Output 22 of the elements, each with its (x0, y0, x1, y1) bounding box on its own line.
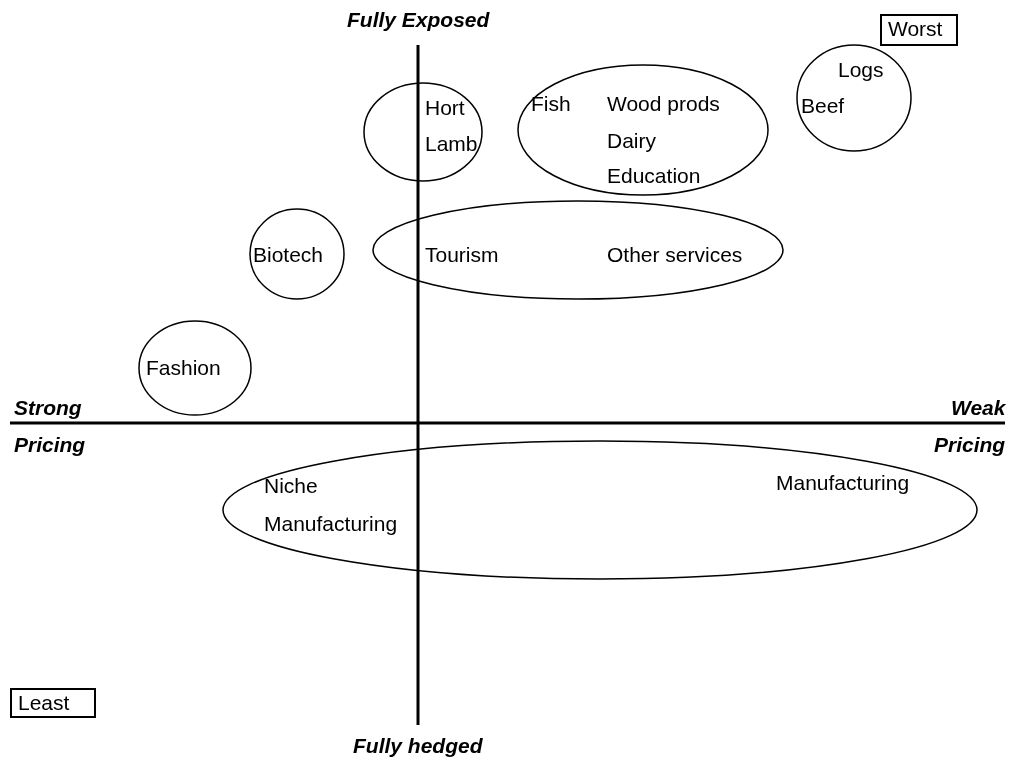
sector-label: Other services (607, 243, 743, 267)
sector-label: Logs (838, 58, 884, 82)
axis-label: Strong (14, 396, 82, 420)
sector-label: Niche Manufacturing (264, 473, 399, 537)
rating-label: Least (10, 688, 96, 718)
sector-label: Wood prods (607, 92, 720, 116)
sector-label: Education (607, 164, 701, 188)
sector-label: Manufacturing (776, 471, 910, 495)
sector-label: Lamb (425, 132, 478, 156)
sector-label: Dairy (607, 129, 656, 153)
axis-label: Fully Exposed (347, 8, 490, 32)
sector-label: Fashion (146, 356, 221, 380)
axis-label: Fully hedged (353, 734, 483, 758)
sector-label: Biotech (253, 243, 324, 267)
axis-label: Pricing (14, 433, 86, 457)
rating-label: Worst (880, 14, 958, 46)
axis-label: Weak (951, 396, 1006, 420)
sector-label: Hort (425, 96, 465, 120)
sector-label: Beef (801, 94, 845, 118)
sector-label: Fish (531, 92, 571, 116)
sector-label: Tourism (425, 243, 499, 267)
axis-label: Pricing (934, 433, 1006, 457)
